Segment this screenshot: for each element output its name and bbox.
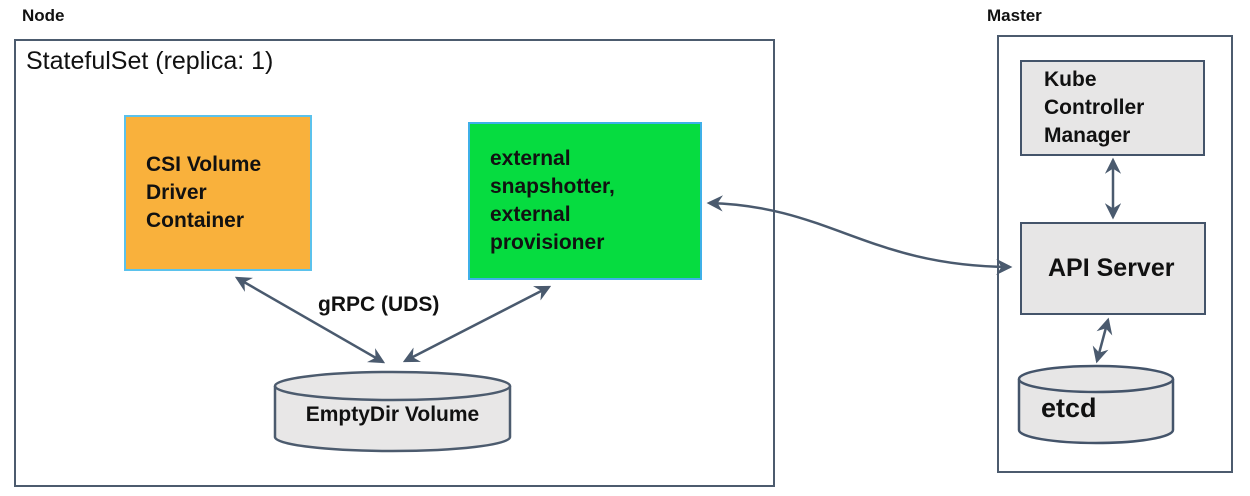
api-server-box: API Server xyxy=(1020,222,1206,315)
csi-volume-driver-container-label: CSI Volume Driver Container xyxy=(146,153,262,232)
emptydir-volume-label: EmptyDir Volume xyxy=(305,403,480,426)
api-server-label: API Server xyxy=(1048,253,1175,282)
master-group-label: Master xyxy=(987,6,1042,25)
node-group-label: Node xyxy=(22,6,65,25)
external-snapshotter-provisioner-label: external snapshotter, external provision… xyxy=(490,147,615,254)
etcd-label: etcd xyxy=(1041,393,1097,423)
external-snapshotter-provisioner-box: external snapshotter, external provision… xyxy=(468,122,702,280)
kube-controller-manager-label: Kube Controller Manager xyxy=(1044,68,1145,147)
grpc-uds-label: gRPC (UDS) xyxy=(318,293,440,316)
kube-controller-manager-box: Kube Controller Manager xyxy=(1020,60,1205,156)
csi-volume-driver-container-box: CSI Volume Driver Container xyxy=(124,115,312,271)
statefulset-label: StatefulSet (replica: 1) xyxy=(26,47,274,75)
